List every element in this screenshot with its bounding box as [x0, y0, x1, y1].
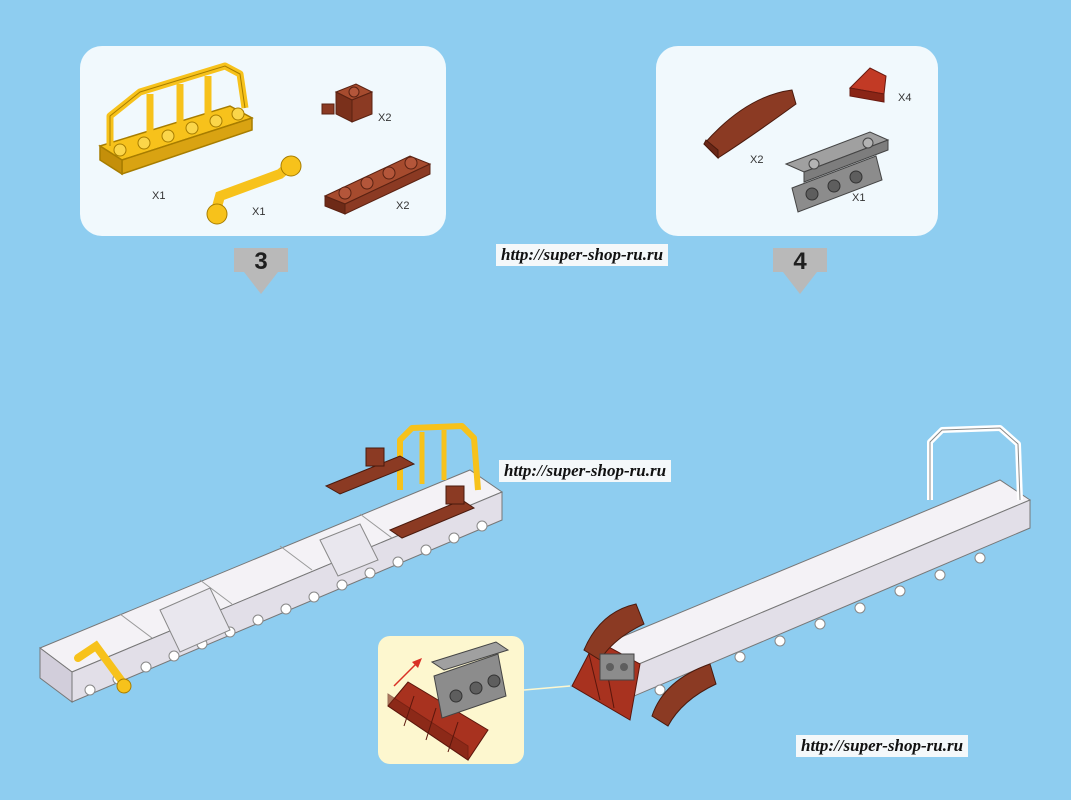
yellow-railing-assembled-icon	[397, 423, 481, 491]
parts-panel-step-3: X1 X1 X2 X2	[80, 46, 446, 236]
brown-plates-assembled-icon	[324, 447, 476, 539]
qty-plate: X2	[396, 200, 410, 212]
step-4-number: 4	[793, 248, 807, 275]
gray-bracket-plate-icon	[784, 131, 890, 213]
qty-curved-slope: X2	[750, 154, 764, 166]
train-chassis-step-3	[38, 469, 504, 703]
yellow-handle-bar-icon	[206, 155, 302, 225]
step-4-arrow: 4	[769, 246, 831, 296]
train-chassis-step-4	[588, 425, 1032, 703]
yellow-handle-assembled-icon	[74, 640, 132, 694]
qty-clip-brick: X2	[378, 112, 392, 124]
step-3-number: 3	[254, 248, 268, 275]
red-slope-small-icon	[848, 67, 887, 103]
brown-plate-1x4-icon	[323, 155, 432, 215]
zoom-inset-illustration	[387, 641, 510, 761]
gray-bracket-assembled-icon	[599, 653, 635, 681]
qty-bracket: X1	[852, 192, 866, 204]
red-slope-row-icon	[387, 681, 489, 761]
yellow-railing-plate-icon	[98, 62, 254, 176]
parts-illustration-step-4	[703, 67, 890, 213]
watermark-top: http://super-shop-ru.ru	[496, 244, 669, 266]
zoom-inset	[378, 636, 524, 764]
assembly-arrow-icon	[393, 658, 422, 687]
brown-clip-brick-icon	[321, 83, 374, 123]
watermark-middle: http://super-shop-ru.ru	[499, 460, 672, 482]
brown-curved-slope-icon	[703, 89, 797, 160]
zoom-connector-line	[523, 685, 571, 691]
qty-red-slope: X4	[898, 92, 912, 104]
parts-panel-step-4: X4 X2 X1	[656, 46, 938, 236]
parts-illustration-step-3	[98, 62, 432, 225]
qty-railing: X1	[152, 190, 166, 202]
gray-bracket-inset-icon	[430, 641, 510, 719]
watermark-bottom: http://super-shop-ru.ru	[796, 735, 969, 757]
qty-handle: X1	[252, 206, 266, 218]
step-3-arrow: 3	[230, 246, 292, 296]
brown-curved-slopes-assembled-icon	[583, 603, 717, 727]
